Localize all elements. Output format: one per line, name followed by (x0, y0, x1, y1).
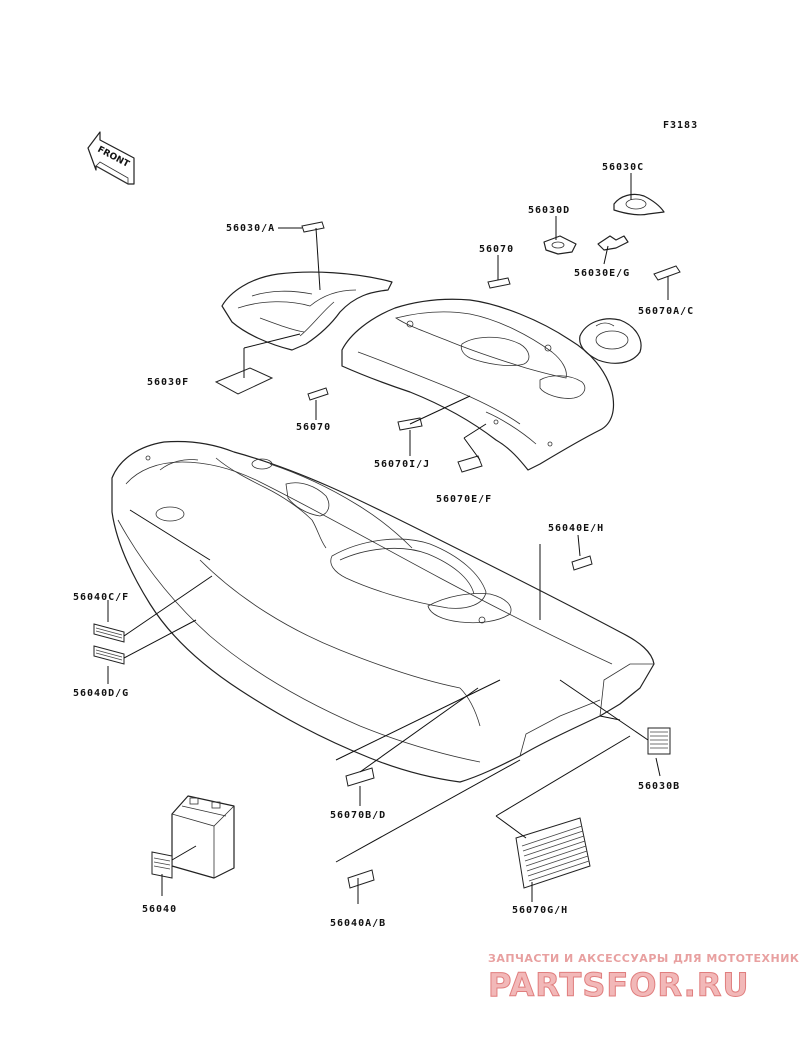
decal-56040AB (347, 869, 375, 889)
label-56070EF: 56070E/F (436, 494, 492, 505)
front-label: FRONT (96, 145, 132, 170)
watermark-caption: ЗАПЧАСТИ И АКСЕССУАРЫ ДЛЯ МОТОТЕХНИКИ (488, 952, 800, 965)
label-56030B: 56030B (638, 781, 680, 792)
decal-56030F (214, 367, 274, 395)
decal-56040CF (93, 623, 125, 643)
label-56070-mid: 56070 (296, 422, 331, 433)
battery (171, 795, 235, 879)
decal-56030B (647, 727, 671, 755)
label-56070GH: 56070G/H (512, 905, 568, 916)
label-56040DG: 56040D/G (73, 688, 129, 699)
label-56040EH: 56040E/H (548, 523, 604, 534)
watermark-logo: PARTSFOR.RU (488, 966, 749, 1004)
label-56030EG: 56030E/G (574, 268, 630, 279)
bracket-56030C (613, 193, 665, 216)
bracket-56030EG (597, 235, 629, 251)
label-56030C: 56030C (602, 162, 644, 173)
label-56070IJ: 56070I/J (374, 459, 430, 470)
leader-lines (107, 173, 669, 904)
bracket-56030D (543, 235, 577, 255)
front-arrow-icon: FRONT (87, 131, 135, 185)
decal-56030A (301, 221, 325, 233)
decal-56070-top (487, 277, 511, 289)
decal-56070BD (345, 767, 375, 787)
hull (111, 440, 655, 783)
decal-56040EH (571, 555, 593, 571)
label-56040CF: 56040C/F (73, 592, 129, 603)
label-56040: 56040 (142, 904, 177, 915)
decal-56070-mid (307, 387, 329, 401)
decal-56070GH (515, 817, 591, 889)
hood-deck (341, 298, 615, 471)
label-56040AB: 56040A/B (330, 918, 386, 929)
label-56070-top: 56070 (479, 244, 514, 255)
gauge-cluster (579, 318, 642, 364)
label-56070BD: 56070B/D (330, 810, 386, 821)
decal-56040DG (93, 645, 125, 665)
figure-code: F3183 (663, 120, 698, 131)
label-56030D: 56030D (528, 205, 570, 216)
decal-56040 (151, 851, 173, 879)
upper-cover (221, 271, 393, 351)
label-56030F: 56030F (147, 377, 189, 388)
decal-56070EF (457, 455, 483, 473)
decal-56070AC (653, 265, 681, 281)
label-56030A: 56030/A (226, 223, 275, 234)
label-56070AC: 56070A/C (638, 306, 694, 317)
